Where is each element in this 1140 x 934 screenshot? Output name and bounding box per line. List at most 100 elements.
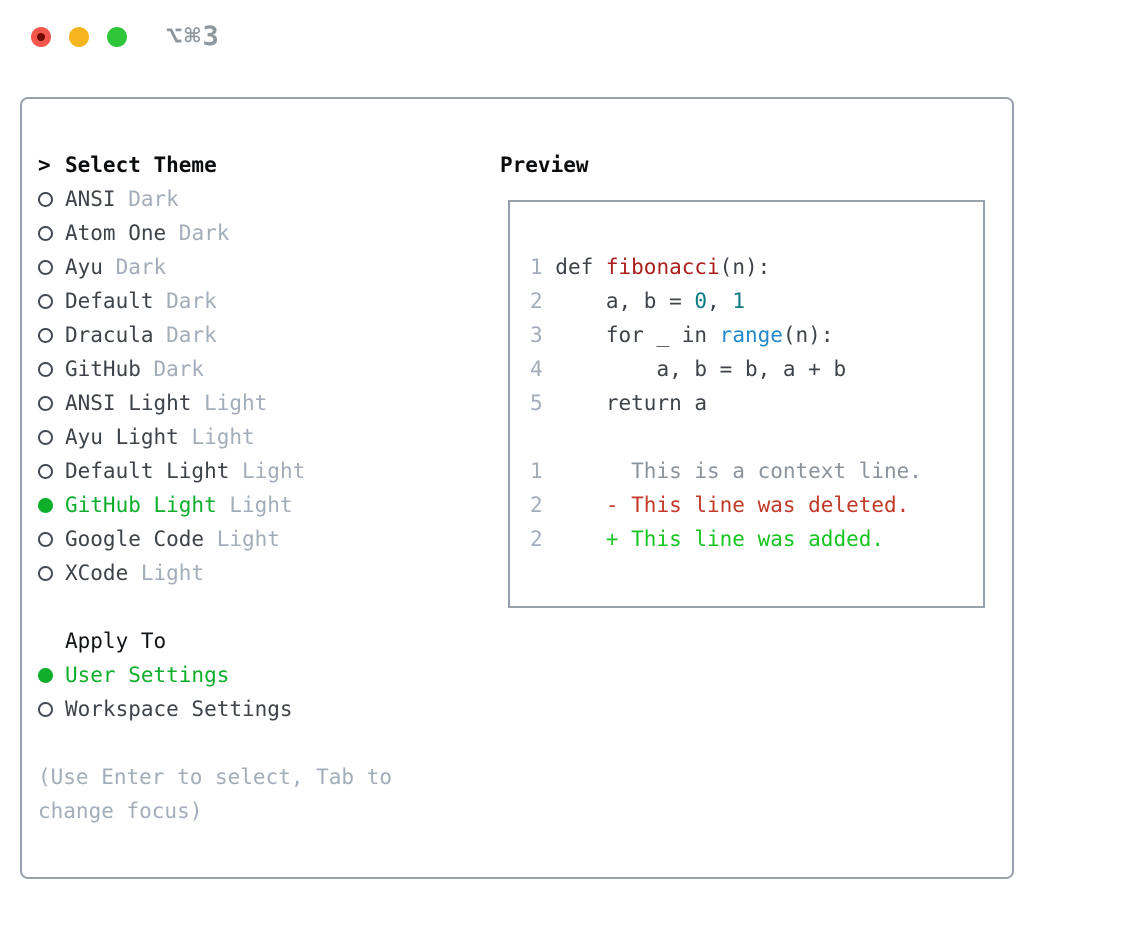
code-segment-code: , [707,289,733,313]
cursor-icon: > [38,153,51,177]
option-label: Ayu Light [65,425,179,449]
option-label: Default [65,289,154,313]
line-number: 4 [530,357,556,381]
radio-selected-icon [38,498,53,513]
theme-variant-label: Light [229,459,306,483]
apply-option[interactable]: Workspace Settings [38,692,392,726]
code-segment-builtin: range [719,323,783,347]
code-segment-added: + This line was added. [605,527,885,551]
theme-option[interactable]: Dracula Dark [38,318,392,352]
theme-variant-label: Light [216,493,293,517]
apply-to-title: Apply To [65,629,167,653]
traffic-lights [31,27,127,47]
theme-variant-label: Dark [153,289,217,313]
theme-option[interactable]: GitHub Light Light [38,488,392,522]
theme-list-header: >Select Theme [38,148,392,182]
radio-icon [38,294,53,309]
line-number: 1 [530,459,556,483]
theme-option[interactable]: XCode Light [38,556,392,590]
radio-icon [38,260,53,275]
minimize-button[interactable] [69,27,89,47]
theme-option[interactable]: Default Dark [38,284,392,318]
theme-variant-label: Dark [102,255,167,279]
theme-variant-label: Dark [140,357,205,381]
preview-code-line: 2 - This line was deleted. [530,488,983,522]
line-number: 3 [530,323,556,347]
theme-variant-label: Dark [153,323,217,347]
preview-code-line: 4 a, b = b, a + b [530,352,983,386]
radio-icon [38,396,53,411]
code-segment-function: fibonacci [605,255,720,279]
code-segment-context: This is a context line. [555,459,922,483]
option-label: Default Light [65,459,230,483]
theme-option[interactable]: Google Code Light [38,522,392,556]
theme-option[interactable]: Atom One Dark [38,216,392,250]
option-label: Dracula [65,323,154,347]
code-segment-number: 1 [732,289,745,313]
theme-variant-label: Light [204,527,280,551]
radio-icon [38,702,53,717]
option-label: ANSI [65,187,116,211]
code-segment-code: a, b = b, a + b [555,357,847,381]
theme-variant-label: Dark [166,221,230,245]
hint-line: change focus) [38,799,203,823]
option-label: XCode [65,561,129,585]
code-segment-code: a, b = [555,289,695,313]
preview-code-line: 3 for _ in range(n): [530,318,983,352]
preview-code-line: 1 This is a context line. [530,454,983,488]
theme-option[interactable]: ANSI Dark [38,182,392,216]
theme-option[interactable]: GitHub Dark [38,352,392,386]
apply-to-header: Apply To [38,624,392,658]
radio-icon [38,192,53,207]
theme-option[interactable]: Ayu Dark [38,250,392,284]
line-number: 1 [530,255,556,279]
line-number: 2 [530,527,556,551]
option-label: Workspace Settings [65,697,293,721]
maximize-button[interactable] [107,27,127,47]
line-number: 2 [530,289,556,313]
code-segment-code [555,493,606,517]
radio-selected-icon [38,668,53,683]
theme-variant-label: Light [178,425,255,449]
code-segment-code: def [555,255,606,279]
option-label: Google Code [65,527,205,551]
radio-icon [38,362,53,377]
preview-code-line [530,420,983,454]
theme-option[interactable]: ANSI Light Light [38,386,392,420]
code-segment-number: 0 [694,289,708,313]
theme-option[interactable]: Ayu Light Light [38,420,392,454]
option-label: Ayu [65,255,103,279]
preview-code-line: 1 def fibonacci(n): [530,250,983,284]
window-shortcut-label: ⌥⌘3 [166,21,221,52]
preview-code-line: 5 return a [530,386,983,420]
code-segment-code: for _ in [555,323,720,347]
radio-icon [38,430,53,445]
apply-option[interactable]: User Settings [38,658,392,692]
code-segment-code [555,527,606,551]
radio-icon [38,226,53,241]
hint-line: (Use Enter to select, Tab to [38,765,393,789]
radio-icon [38,532,53,547]
theme-variant-label: Light [191,391,268,415]
radio-icon [38,328,53,343]
preview-code-line: 2 a, b = 0, 1 [530,284,983,318]
preview-title: Preview [500,153,589,177]
option-label: GitHub Light [65,493,217,517]
radio-icon [38,566,53,581]
theme-option[interactable]: Default Light Light [38,454,392,488]
line-number: 5 [530,391,556,415]
theme-variant-label: Light [128,561,205,585]
line-number: 2 [530,493,556,517]
close-button[interactable] [31,27,51,47]
code-segment-code: (n): [719,255,771,279]
theme-variant-label: Dark [115,187,179,211]
radio-icon [38,464,53,479]
